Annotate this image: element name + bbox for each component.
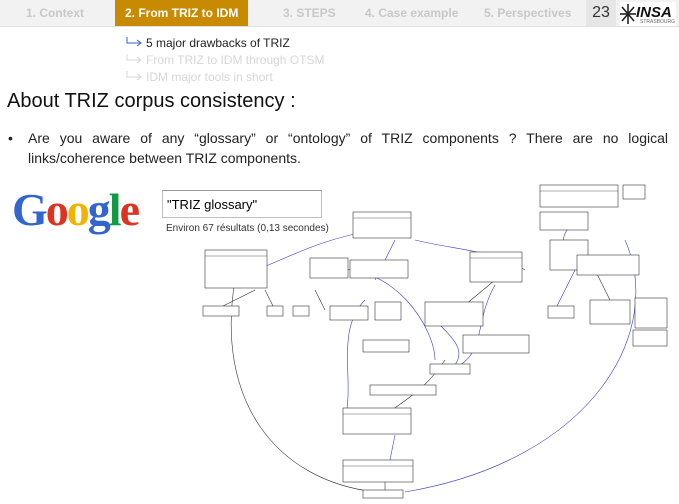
diagram-node bbox=[362, 339, 410, 353]
google-logo: Google bbox=[12, 183, 140, 236]
diagram-node bbox=[576, 254, 640, 276]
tab-context[interactable]: 1. Context bbox=[26, 6, 85, 20]
subnav-item-otsm[interactable]: From TRIZ to IDM through OTSM bbox=[126, 53, 324, 67]
diagram-node bbox=[539, 211, 589, 231]
diagram-node bbox=[374, 301, 402, 321]
diagram-node bbox=[469, 251, 523, 283]
diagram-node bbox=[342, 407, 412, 435]
subnav-item-idm-tools[interactable]: IDM major tools in short bbox=[126, 70, 273, 84]
diagram-node bbox=[634, 297, 668, 329]
google-logo-letter: e bbox=[119, 184, 140, 235]
google-logo-letter: o bbox=[66, 184, 90, 235]
diagram-node bbox=[539, 184, 619, 208]
tab-case-example[interactable]: 4. Case example bbox=[365, 6, 459, 20]
bullet-point: • Are you aware of any “glossary” or “on… bbox=[8, 128, 668, 168]
triz-ontology-diagram bbox=[202, 184, 668, 499]
diagram-node bbox=[329, 305, 369, 321]
diagram-node bbox=[622, 184, 646, 200]
subnav-label: 5 major drawbacks of TRIZ bbox=[146, 36, 290, 50]
tab-perspectives[interactable]: 5. Perspectives bbox=[484, 6, 572, 20]
slide-number: 23 bbox=[586, 0, 616, 26]
arrow-right-icon bbox=[126, 70, 146, 84]
diagram-node bbox=[369, 384, 437, 396]
diagram-node bbox=[204, 249, 268, 289]
subnav-item-drawbacks[interactable]: 5 major drawbacks of TRIZ bbox=[126, 36, 290, 50]
diagram-node bbox=[349, 259, 409, 279]
arrow-right-icon bbox=[126, 36, 146, 50]
logo-text: INSA bbox=[636, 4, 672, 21]
top-navigation: 1. Context 2. From TRIZ to IDM 3. STEPS … bbox=[0, 0, 679, 27]
diagram-node bbox=[202, 305, 240, 317]
tab-steps[interactable]: 3. STEPS bbox=[283, 6, 336, 20]
google-logo-letter: o bbox=[45, 184, 69, 235]
diagram-node bbox=[292, 305, 310, 317]
diagram-node bbox=[429, 363, 471, 375]
diagram-node bbox=[462, 334, 530, 354]
search-results-count: Environ 67 résultats (0,13 secondes) bbox=[166, 223, 329, 234]
subnav-label: IDM major tools in short bbox=[146, 70, 273, 84]
diagram-node bbox=[632, 329, 668, 347]
bullet-text: Are you aware of any “glossary” or “onto… bbox=[28, 130, 668, 166]
diagram-node bbox=[424, 301, 484, 327]
insa-logo: INSA STRASBOURG bbox=[620, 2, 676, 26]
diagram-node bbox=[309, 257, 349, 279]
search-input[interactable]: "TRIZ glossary" bbox=[162, 190, 322, 218]
bullet-dot-icon: • bbox=[8, 130, 13, 146]
logo-subtitle: STRASBOURG bbox=[640, 19, 676, 25]
diagram-node bbox=[362, 489, 404, 499]
diagram-node bbox=[547, 305, 575, 319]
subnav-label: From TRIZ to IDM through OTSM bbox=[146, 53, 325, 67]
diagram-node bbox=[266, 305, 284, 317]
tab-from-triz-to-idm[interactable]: 2. From TRIZ to IDM bbox=[115, 0, 249, 26]
slide-title: About TRIZ corpus consistency : bbox=[7, 90, 296, 112]
diagram-node bbox=[352, 211, 412, 239]
diagram-node bbox=[342, 459, 414, 483]
arrow-right-icon bbox=[126, 53, 146, 67]
diagram-node bbox=[589, 299, 631, 325]
google-logo-letter: G bbox=[12, 184, 48, 235]
google-logo-letter: g bbox=[87, 184, 111, 235]
google-logo-letter: l bbox=[108, 184, 122, 235]
insa-logo-icon bbox=[620, 4, 636, 24]
